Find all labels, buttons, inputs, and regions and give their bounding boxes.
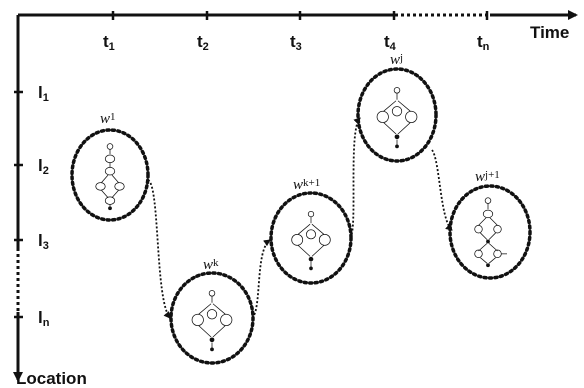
time-tick-tn: tn [477, 32, 490, 53]
x-axis-title: Time [530, 23, 569, 42]
location-tick-l1: l1 [38, 83, 49, 104]
time-tick-t2: t2 [197, 32, 209, 53]
time-ticks: t1 t2 t3 t4 tn [103, 11, 490, 53]
y-axis-title: Location [16, 369, 87, 388]
workflow-label-wj: wj [390, 52, 403, 68]
workflow-wk1: wk+1 [269, 177, 353, 285]
location-tick-l2: l2 [38, 156, 49, 177]
workflow-label-wj1: wj+1 [475, 169, 500, 185]
workflow-label-wk1: wk+1 [293, 177, 320, 193]
location-tick-l3: l3 [38, 231, 49, 252]
migration-path [147, 117, 453, 319]
workflow-w1: w1 [70, 111, 150, 222]
time-tick-t4: t4 [384, 32, 397, 53]
workflow-label-wk: wk [203, 257, 219, 273]
location-tick-ln: ln [38, 308, 50, 329]
workflow-wj1: wj+1 [448, 169, 532, 280]
time-tick-t3: t3 [290, 32, 302, 53]
time-tick-t1: t1 [103, 32, 115, 53]
workflow-wk: wk [169, 257, 255, 365]
location-ticks: l1 l2 l3 ln [14, 83, 50, 329]
workflow-wj: wj [356, 52, 438, 163]
workflow-label-w1: w1 [100, 111, 116, 127]
